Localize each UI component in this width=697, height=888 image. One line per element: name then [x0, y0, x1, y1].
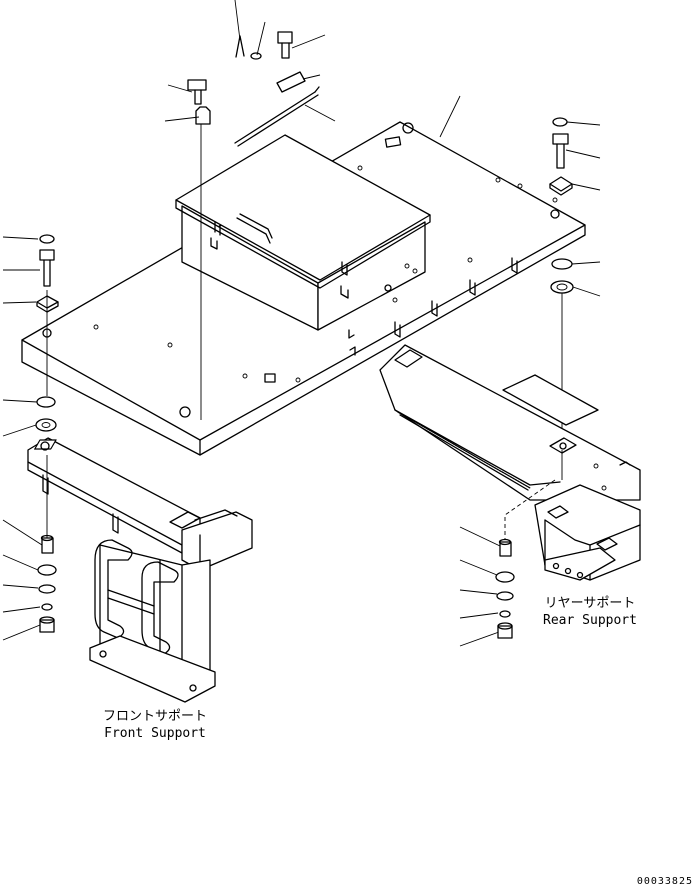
front-support: [27, 437, 253, 703]
drawing-number: 00033825: [637, 876, 693, 887]
rear-support: [379, 344, 641, 639]
front-support-label-jp: フロントサポート: [103, 709, 207, 724]
front-support-label-en: Front Support: [104, 726, 206, 741]
rear-support-label-en: Rear Support: [543, 613, 637, 628]
leader-lines: [2, 0, 601, 647]
battery-box: [175, 134, 431, 339]
top-hardware: [35, 31, 574, 440]
rear-support-label-jp: リヤーサポート: [545, 596, 636, 611]
